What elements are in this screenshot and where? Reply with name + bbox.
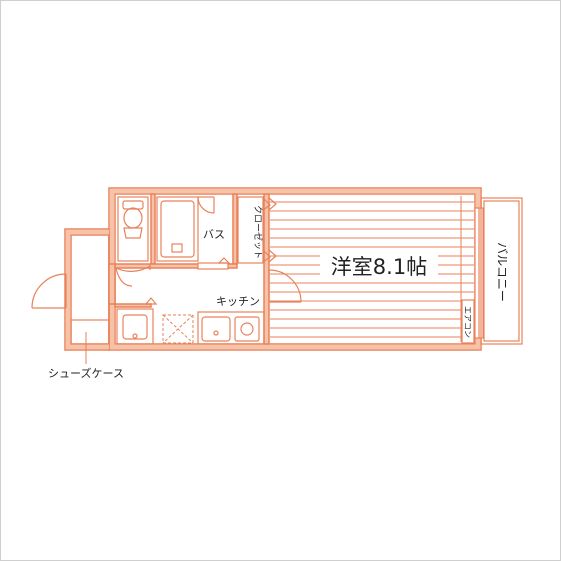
- toilet-door: [115, 264, 151, 287]
- interior-walls: [108, 193, 270, 345]
- room-label: 洋室8.1帖: [331, 255, 427, 279]
- aircon: [461, 299, 475, 344]
- shoe-case: [70, 319, 110, 364]
- bath-label: バス: [203, 228, 225, 241]
- bathtub-icon: [156, 196, 199, 262]
- closet-arrows: [268, 197, 277, 263]
- balcony-window: [474, 207, 484, 339]
- sink-unit: [116, 297, 158, 345]
- entrance-door: [31, 273, 67, 309]
- balcony: [480, 197, 523, 345]
- room-door: [268, 269, 302, 303]
- room-label-bg: [320, 250, 438, 280]
- shoe-case-label: シューズケース: [48, 366, 124, 380]
- aircon-label: エアコン: [463, 306, 472, 338]
- kitchen-label: キッチン: [216, 295, 260, 308]
- toilet-icon: [117, 196, 149, 262]
- washer-space: [162, 314, 194, 344]
- closet-label: クローゼット: [252, 205, 264, 259]
- kitchen-counter: [197, 311, 265, 345]
- bath-sliding-door: [197, 257, 231, 270]
- bath-door: [197, 196, 215, 214]
- balcony-label: バルコニー: [495, 242, 509, 302]
- closet: [237, 196, 271, 264]
